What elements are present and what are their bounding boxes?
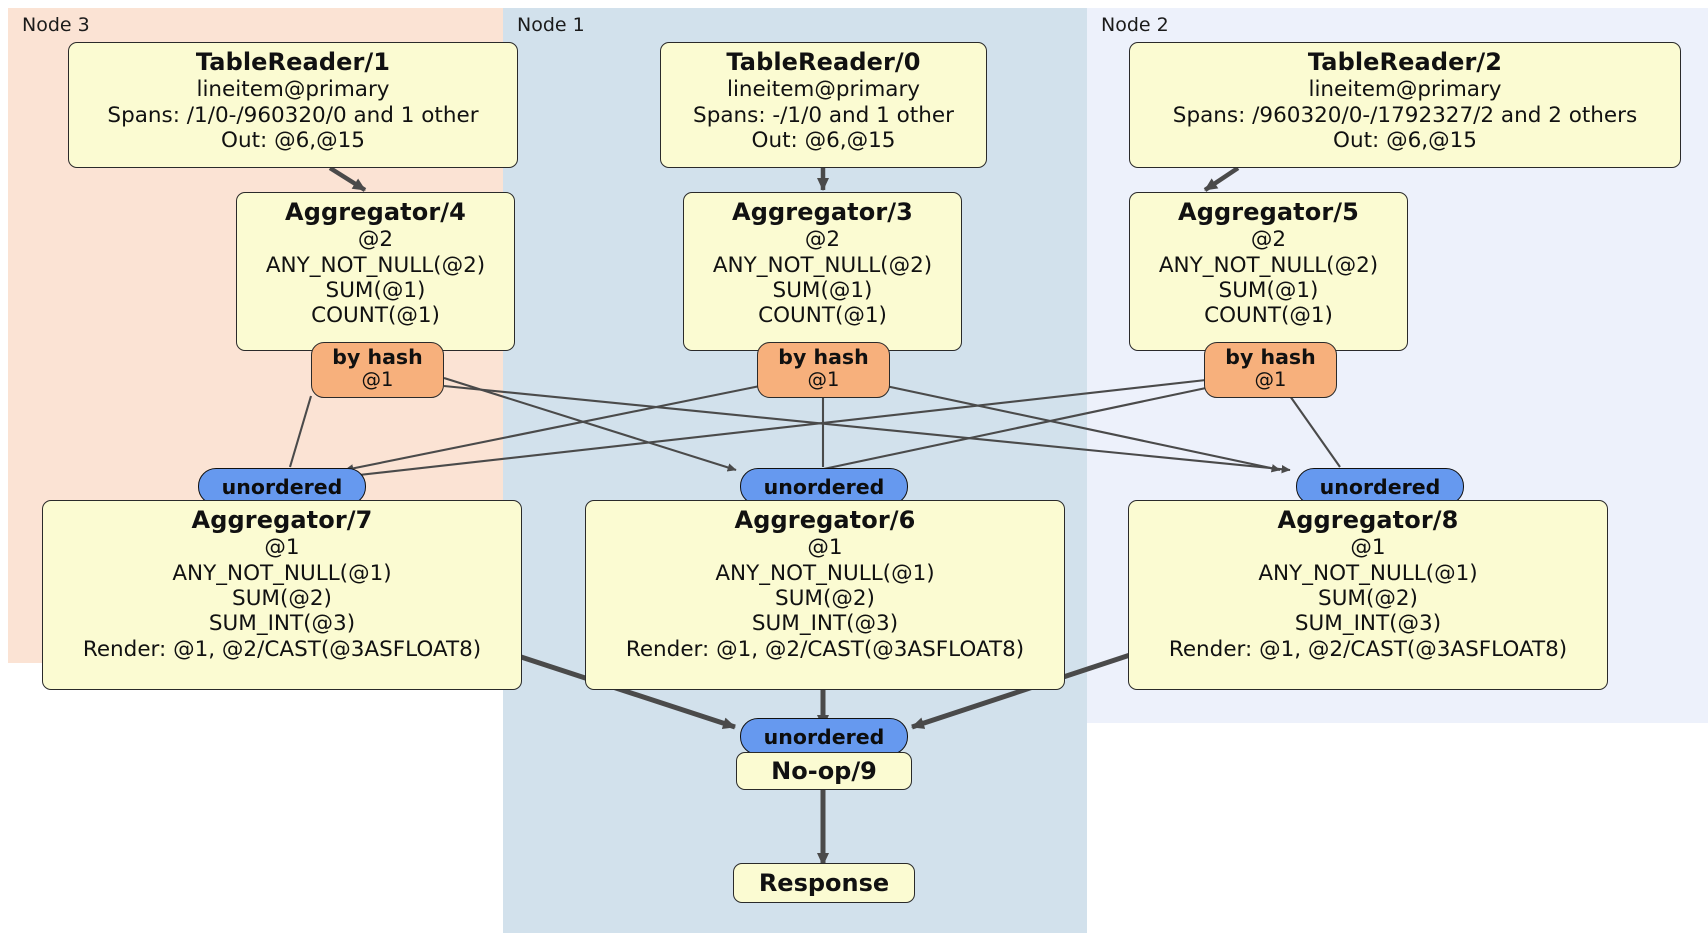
processor-title: Response bbox=[758, 869, 890, 897]
router-by-hash-left[interactable]: by hash @1 bbox=[311, 342, 444, 398]
processor-title: TableReader/1 bbox=[195, 48, 391, 76]
processor-line: ANY_NOT_NULL(@2) bbox=[265, 252, 486, 278]
processor-line: Out: @6,@15 bbox=[1333, 127, 1477, 153]
processor-line: Render: @1, @2/CAST(@3ASFLOAT8) bbox=[625, 636, 1025, 662]
processor-line: ANY_NOT_NULL(@2) bbox=[712, 252, 933, 278]
processor-title: No-op/9 bbox=[771, 757, 877, 785]
processor-line: Spans: /960320/0-/1792327/2 and 2 others bbox=[1172, 102, 1638, 128]
synchronizer-label: unordered bbox=[763, 724, 885, 749]
router-label: by hash bbox=[778, 345, 869, 369]
processor-table-reader-2[interactable]: TableReader/2 lineitem@primary Spans: /9… bbox=[1129, 42, 1681, 168]
processor-line: @2 bbox=[357, 227, 394, 253]
processor-aggregator-8[interactable]: Aggregator/8 @1 ANY_NOT_NULL(@1) SUM(@2)… bbox=[1128, 500, 1608, 690]
router-by-hash-right[interactable]: by hash @1 bbox=[1204, 342, 1337, 398]
processor-line: SUM(@2) bbox=[232, 585, 332, 611]
processor-line: COUNT(@1) bbox=[1204, 303, 1333, 329]
processor-table-reader-0[interactable]: TableReader/0 lineitem@primary Spans: -/… bbox=[660, 42, 987, 168]
processor-title: Aggregator/3 bbox=[732, 198, 913, 226]
node-label-node2: Node 2 bbox=[1101, 14, 1169, 36]
processor-line: SUM(@1) bbox=[1218, 277, 1319, 303]
synchronizer-unordered-left[interactable]: unordered bbox=[198, 468, 366, 505]
processor-noop-9[interactable]: No-op/9 bbox=[736, 752, 912, 790]
node-label-node1: Node 1 bbox=[517, 14, 585, 36]
router-sublabel: @1 bbox=[361, 367, 394, 391]
processor-aggregator-5[interactable]: Aggregator/5 @2 ANY_NOT_NULL(@2) SUM(@1)… bbox=[1129, 192, 1408, 351]
node-label-node3: Node 3 bbox=[22, 14, 90, 36]
processor-aggregator-3[interactable]: Aggregator/3 @2 ANY_NOT_NULL(@2) SUM(@1)… bbox=[683, 192, 962, 351]
processor-title: Aggregator/7 bbox=[191, 506, 373, 534]
processor-title: Aggregator/5 bbox=[1178, 198, 1359, 226]
processor-line: COUNT(@1) bbox=[758, 303, 887, 329]
processor-line: lineitem@primary bbox=[1308, 77, 1502, 103]
processor-line: @1 bbox=[1350, 535, 1386, 561]
processor-title: Aggregator/4 bbox=[285, 198, 466, 226]
processor-line: Out: @6,@15 bbox=[751, 127, 896, 153]
synchronizer-unordered-final[interactable]: unordered bbox=[740, 718, 908, 755]
processor-line: SUM(@1) bbox=[772, 277, 873, 303]
processor-line: SUM(@2) bbox=[1318, 585, 1418, 611]
synchronizer-unordered-right[interactable]: unordered bbox=[1296, 468, 1464, 505]
router-label: by hash bbox=[332, 345, 423, 369]
processor-line: Render: @1, @2/CAST(@3ASFLOAT8) bbox=[82, 636, 482, 662]
processor-response[interactable]: Response bbox=[733, 863, 915, 903]
processor-line: ANY_NOT_NULL(@1) bbox=[1258, 560, 1478, 586]
processor-line: SUM_INT(@3) bbox=[1294, 611, 1442, 637]
processor-line: ANY_NOT_NULL(@2) bbox=[1158, 252, 1379, 278]
processor-aggregator-6[interactable]: Aggregator/6 @1 ANY_NOT_NULL(@1) SUM(@2)… bbox=[585, 500, 1065, 690]
processor-line: SUM(@1) bbox=[325, 277, 426, 303]
synchronizer-label: unordered bbox=[1319, 474, 1441, 499]
processor-line: ANY_NOT_NULL(@1) bbox=[172, 560, 392, 586]
processor-title: Aggregator/8 bbox=[1277, 506, 1459, 534]
processor-title: Aggregator/6 bbox=[734, 506, 916, 534]
processor-line: SUM(@2) bbox=[775, 585, 875, 611]
processor-line: @1 bbox=[264, 535, 300, 561]
processor-line: Render: @1, @2/CAST(@3ASFLOAT8) bbox=[1168, 636, 1568, 662]
processor-table-reader-1[interactable]: TableReader/1 lineitem@primary Spans: /1… bbox=[68, 42, 518, 168]
synchronizer-label: unordered bbox=[221, 474, 343, 499]
router-sublabel: @1 bbox=[1254, 367, 1287, 391]
router-by-hash-center[interactable]: by hash @1 bbox=[757, 342, 890, 398]
processor-line: SUM_INT(@3) bbox=[751, 611, 899, 637]
synchronizer-label: unordered bbox=[763, 474, 885, 499]
processor-line: Spans: -/1/0 and 1 other bbox=[693, 102, 954, 128]
processor-line: SUM_INT(@3) bbox=[208, 611, 356, 637]
processor-line: @1 bbox=[807, 535, 843, 561]
processor-line: @2 bbox=[1250, 227, 1287, 253]
router-sublabel: @1 bbox=[807, 367, 840, 391]
processor-aggregator-4[interactable]: Aggregator/4 @2 ANY_NOT_NULL(@2) SUM(@1)… bbox=[236, 192, 515, 351]
processor-title: TableReader/0 bbox=[726, 48, 921, 76]
processor-title: TableReader/2 bbox=[1307, 48, 1503, 76]
processor-line: @2 bbox=[804, 227, 841, 253]
processor-line: lineitem@primary bbox=[726, 77, 921, 103]
processor-line: Spans: /1/0-/960320/0 and 1 other bbox=[107, 102, 479, 128]
processor-line: lineitem@primary bbox=[196, 77, 390, 103]
processor-aggregator-7[interactable]: Aggregator/7 @1 ANY_NOT_NULL(@1) SUM(@2)… bbox=[42, 500, 522, 690]
processor-line: Out: @6,@15 bbox=[221, 127, 365, 153]
router-label: by hash bbox=[1225, 345, 1316, 369]
processor-line: COUNT(@1) bbox=[311, 303, 440, 329]
processor-line: ANY_NOT_NULL(@1) bbox=[715, 560, 935, 586]
